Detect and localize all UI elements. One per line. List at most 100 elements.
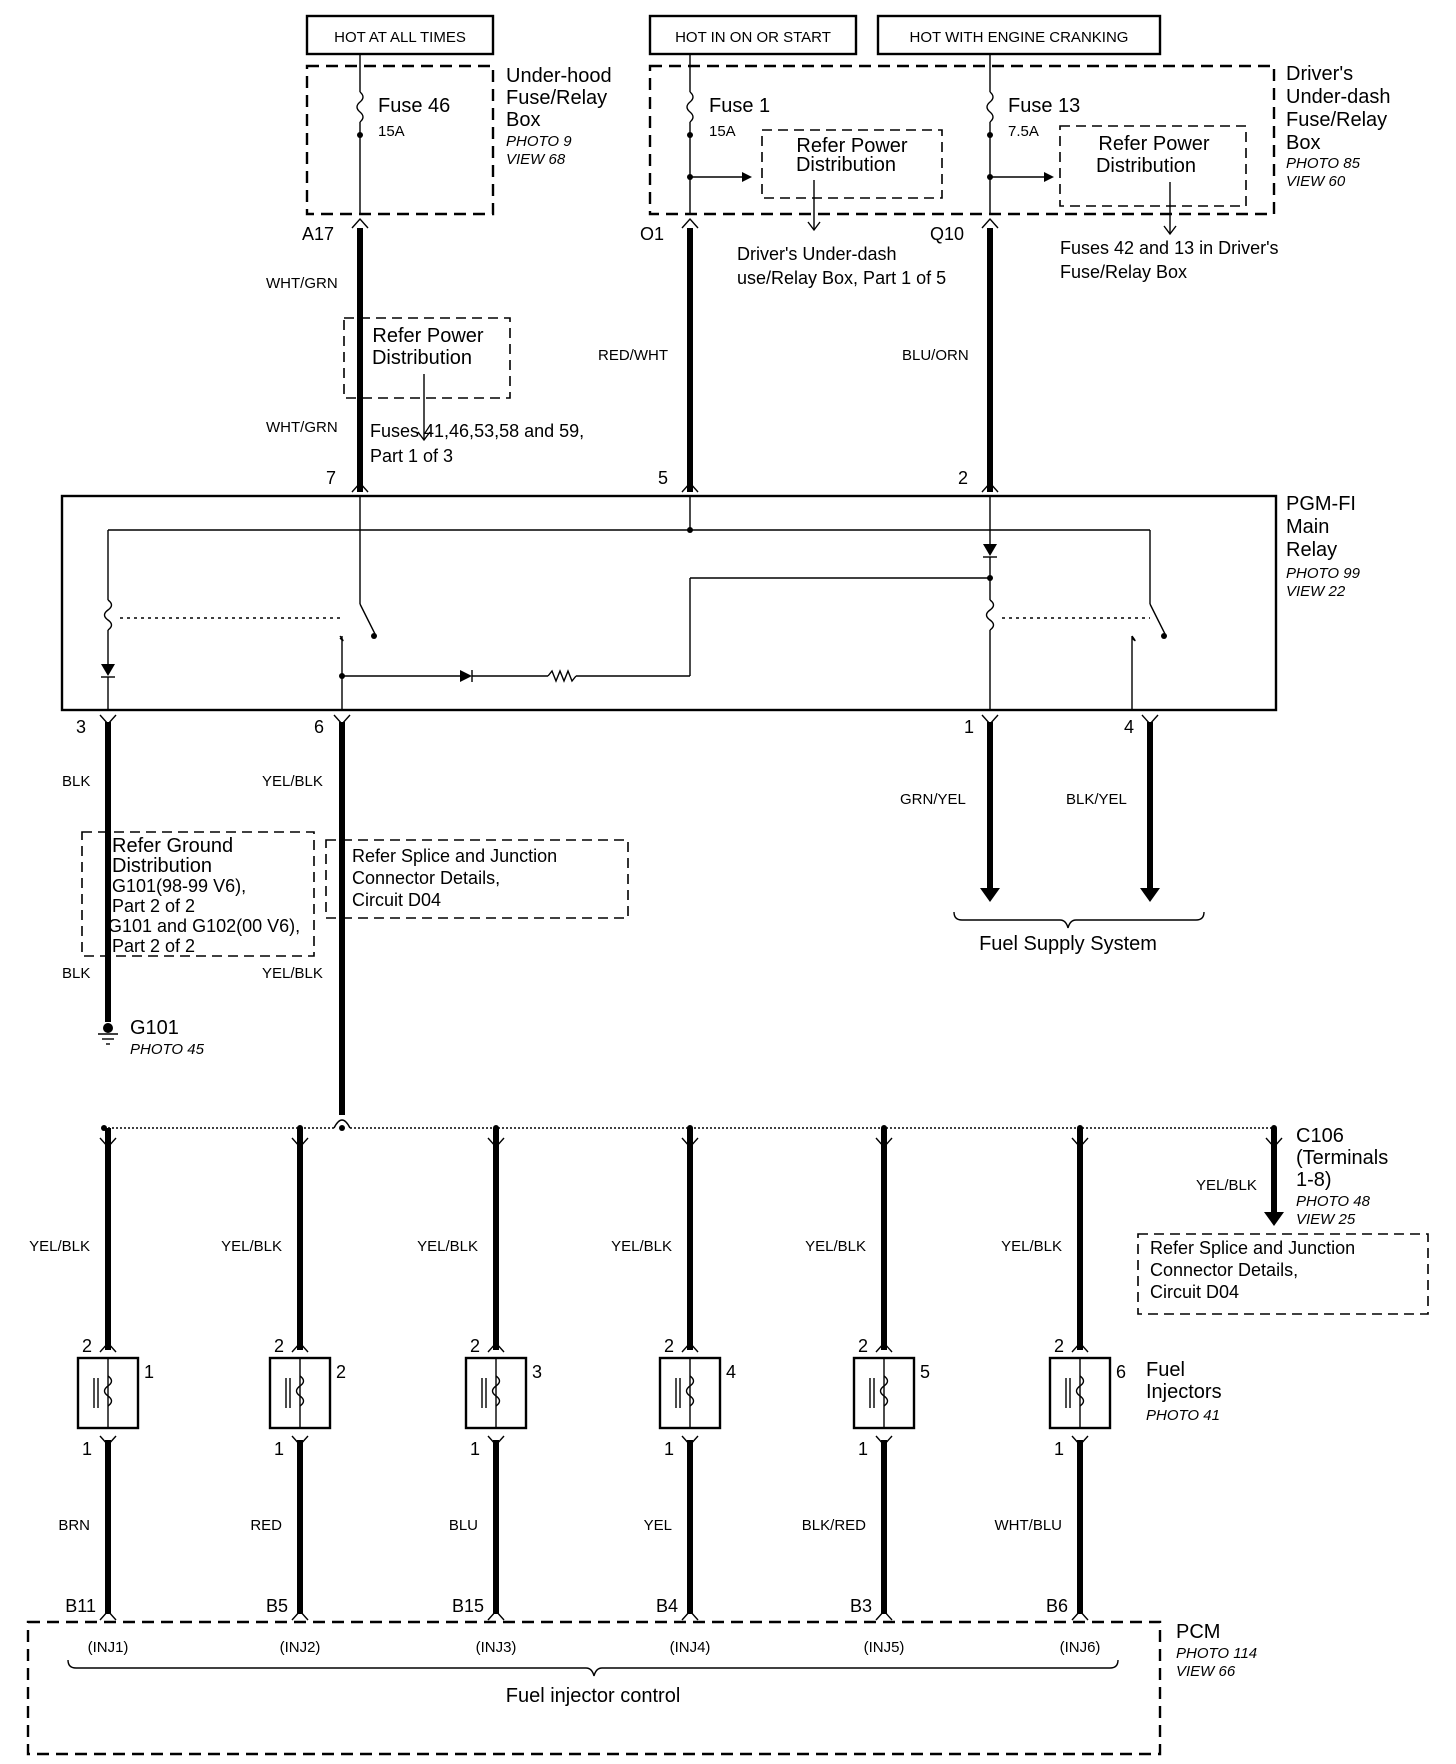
terminal-a17: A17 [302, 224, 334, 244]
connector-pcm-3 [487, 1609, 505, 1621]
injector-3-number: 3 [532, 1362, 542, 1382]
splice2-line1: Refer Splice and Junction [1150, 1238, 1355, 1258]
injector-3-coil [491, 1375, 501, 1407]
c106-view: VIEW 25 [1296, 1211, 1356, 1228]
fuse-1-label: Fuse 1 [709, 95, 770, 117]
pcm-pin-5: B3 [850, 1596, 872, 1616]
wire-label-redwht: RED/WHT [598, 347, 668, 364]
splice1-line2: Connector Details, [352, 868, 500, 888]
terminal-o1: O1 [640, 224, 664, 244]
injector-1-number: 1 [144, 1362, 154, 1382]
fuse-46-symbol [356, 91, 364, 123]
driver-box-name-3: Fuse/Relay [1286, 109, 1387, 131]
pcm-inj-label-6: (INJ6) [1060, 1639, 1101, 1656]
c106-name: C106 [1296, 1125, 1344, 1147]
injector-6-top-wire-label: YEL/BLK [1001, 1238, 1062, 1255]
injector-4-bot-wire-label: YEL [644, 1517, 672, 1534]
refer-power-2-line1: Refer Power [1098, 133, 1209, 155]
injector-6-number: 6 [1116, 1362, 1126, 1382]
wire-label-whtgrn-2: WHT/GRN [266, 419, 338, 436]
underhood-name-1: Under-hood [506, 65, 612, 87]
driver-note-1-line2: use/Relay Box, Part 1 of 5 [737, 268, 946, 288]
connector-bot-6 [1071, 1435, 1089, 1447]
refer-power-3-line2: Distribution [372, 347, 472, 369]
injector-2-pin-top: 2 [274, 1336, 284, 1356]
connector-pcm-5 [875, 1609, 893, 1621]
injector-1-bot-wire-label: BRN [58, 1517, 90, 1534]
wire-label-blk-1: BLK [62, 773, 90, 790]
injector-4-coil [685, 1375, 695, 1407]
pcm-control-label: Fuel injector control [506, 1685, 681, 1707]
connector-bot-4 [681, 1435, 699, 1447]
refer-splice-box-2 [1137, 1233, 1429, 1315]
injector-5-coil [879, 1375, 889, 1407]
c106-wire-label: YEL/BLK [1196, 1177, 1257, 1194]
wire-label-bluorn: BLU/ORN [902, 347, 969, 364]
ground-line4: Part 2 of 2 [112, 896, 195, 916]
connector-mid-1 [99, 1341, 117, 1353]
relay-pin-6: 6 [314, 717, 324, 737]
injector-5-number: 5 [920, 1362, 930, 1382]
injector-2-bot-wire-label: RED [250, 1517, 282, 1534]
c106-terms-1: (Terminals [1296, 1147, 1388, 1169]
driver-note-1-line1: Driver's Under-dash [737, 244, 897, 264]
connector-top-5 [875, 1137, 893, 1149]
relay-pin-3: 3 [76, 717, 86, 737]
connector-pcm-4 [681, 1609, 699, 1621]
fuse-46-label: Fuse 46 [378, 95, 450, 117]
ground-symbol-g101 [98, 1023, 118, 1045]
refer-power-2-line2: Distribution [1096, 155, 1196, 177]
driver-note-2-line2: Fuse/Relay Box [1060, 262, 1187, 282]
connector-top-3 [487, 1137, 505, 1149]
underhood-photo: PHOTO 9 [506, 133, 572, 150]
injector-1-top-wire-label: YEL/BLK [29, 1238, 90, 1255]
injectors-photo: PHOTO 41 [1146, 1407, 1220, 1424]
relay-pin-7: 7 [326, 468, 336, 488]
injector-1-pin-bot: 1 [82, 1439, 92, 1459]
driver-box-photo: PHOTO 85 [1286, 155, 1361, 172]
splice1-line3: Circuit D04 [352, 890, 441, 910]
injector-3-pin-top: 2 [470, 1336, 480, 1356]
pcm-inj-label-2: (INJ2) [280, 1639, 321, 1656]
injectors-name-1: Fuel [1146, 1359, 1185, 1381]
underhood-view: VIEW 68 [506, 151, 566, 168]
c106-terms-2: 1-8) [1296, 1169, 1332, 1191]
injectors-name-2: Injectors [1146, 1381, 1222, 1403]
ground-line6: Part 2 of 2 [112, 936, 195, 956]
relay-pin-4: 4 [1124, 717, 1134, 737]
splice2-line2: Connector Details, [1150, 1260, 1298, 1280]
connector-bot-5 [875, 1435, 893, 1447]
fuse-13-label: Fuse 13 [1008, 95, 1080, 117]
pcm-inj-label-1: (INJ1) [88, 1639, 129, 1656]
connector-top-4 [681, 1137, 699, 1149]
connector-pcm-2 [291, 1609, 309, 1621]
injector-6-coil [1075, 1375, 1085, 1407]
underhood-name-2: Fuse/Relay [506, 87, 607, 109]
injector-6-bot-wire-label: WHT/BLU [995, 1517, 1063, 1534]
terminal-q10: Q10 [930, 224, 964, 244]
injector-3-bot-wire-label: BLU [449, 1517, 478, 1534]
wire-label-yelblk-1: YEL/BLK [262, 773, 323, 790]
wire-label-whtgrn-1: WHT/GRN [266, 275, 338, 292]
pcm-pin-1: B11 [65, 1596, 96, 1616]
refer-power-box-1 [761, 129, 943, 199]
wire-label-yelblk-2: YEL/BLK [262, 965, 323, 982]
relay-pin-1: 1 [964, 717, 974, 737]
hot-on-start-label: HOT IN ON OR START [675, 29, 831, 46]
injector-6-pin-bot: 1 [1054, 1439, 1064, 1459]
fuses-note-line1: Fuses 41,46,53,58 and 59, [370, 421, 584, 441]
wire-label-blk-2: BLK [62, 965, 90, 982]
connector-mid-6 [1071, 1341, 1089, 1353]
pcm-inj-label-4: (INJ4) [670, 1639, 711, 1656]
ground-line2: Distribution [112, 855, 212, 877]
pgmfi-main-relay [60, 494, 1278, 712]
injector-2-coil [295, 1375, 305, 1407]
fuse-13-rating: 7.5A [1008, 123, 1039, 140]
injector-5-bot-wire-label: BLK/RED [802, 1517, 866, 1534]
connector-pcm-6 [1071, 1609, 1089, 1621]
injector-2-top-wire-label: YEL/BLK [221, 1238, 282, 1255]
refer-power-1-line2: Distribution [796, 154, 896, 176]
fuel-injectors: YEL/BLK211BRNB11(INJ1)YEL/BLK221REDB5(IN… [29, 1128, 1126, 1656]
